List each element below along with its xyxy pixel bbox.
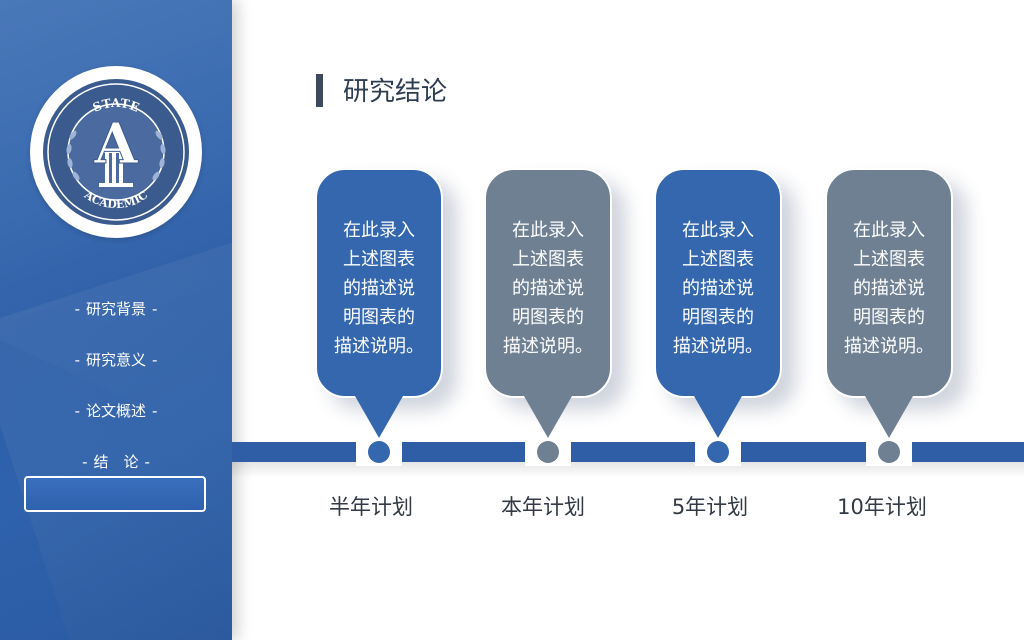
- sidebar-nav: -研究背景- -研究意义- -论文概述- -结 论-: [0, 296, 232, 500]
- logo: STATE ACADEMIC A: [30, 66, 202, 238]
- seal-letter: A: [93, 111, 139, 177]
- timeline-shadow: [232, 462, 1024, 478]
- milestone-pointer: [694, 396, 742, 438]
- timeline-dot: [707, 441, 729, 463]
- milestone-text-line: 明图表的: [853, 307, 925, 328]
- milestone-card: 在此录入 上述图表 的描述说 明图表的 描述说明。: [315, 168, 443, 398]
- sidebar-item-label: 论文概述: [85, 402, 146, 420]
- milestone-text-line: 在此录入: [682, 220, 754, 241]
- milestone-label: 5年计划: [671, 495, 749, 519]
- sidebar-item-significance[interactable]: -研究意义-: [74, 351, 158, 369]
- sidebar: STATE ACADEMIC A -研究背景- -研究意义- -论文概述- -结…: [0, 0, 232, 640]
- milestone-text-line: 在此录入: [343, 220, 415, 241]
- milestone-text-line: 的描述说: [343, 278, 415, 299]
- milestone-text-line: 明图表的: [343, 307, 415, 328]
- milestone-text-line: 上述图表: [682, 249, 754, 270]
- sidebar-item-label: 研究意义: [85, 351, 146, 369]
- milestone-text-line: 上述图表: [343, 249, 415, 270]
- milestone-label: 10年计划: [837, 495, 927, 519]
- milestone-pointer: [865, 396, 913, 438]
- milestone-text-line: 在此录入: [512, 220, 584, 241]
- sidebar-active-indicator[interactable]: [24, 476, 206, 512]
- sidebar-item-overview[interactable]: -论文概述-: [74, 402, 158, 420]
- sidebar-item-label: 结 论: [93, 453, 139, 471]
- milestone-card: 在此录入 上述图表 的描述说 明图表的 描述说明。: [825, 168, 953, 398]
- title-accent-bar: [316, 74, 323, 107]
- milestone-text-line: 的描述说: [512, 278, 584, 299]
- timeline-track: [232, 442, 1024, 462]
- milestone-text-line: 描述说明。: [503, 336, 593, 357]
- milestone-card: 在此录入 上述图表 的描述说 明图表的 描述说明。: [484, 168, 612, 398]
- seal-top-text: STATE: [91, 96, 142, 115]
- milestone-text-line: 描述说明。: [673, 336, 763, 357]
- milestone-text-line: 描述说明。: [844, 336, 934, 357]
- milestone-text-line: 描述说明。: [334, 336, 424, 357]
- milestone-label: 半年计划: [329, 495, 413, 519]
- milestone-pointer: [524, 396, 572, 438]
- milestone-text-line: 明图表的: [512, 307, 584, 328]
- state-academic-seal-icon: STATE ACADEMIC A: [43, 79, 189, 225]
- sidebar-item-background[interactable]: -研究背景-: [74, 300, 158, 318]
- milestone-text-line: 上述图表: [512, 249, 584, 270]
- milestone-pointer: [355, 396, 403, 438]
- timeline-dot: [878, 441, 900, 463]
- timeline-dot: [537, 441, 559, 463]
- milestone-card: 在此录入 上述图表 的描述说 明图表的 描述说明。: [654, 168, 782, 398]
- sidebar-item-label: 研究背景: [85, 300, 146, 318]
- milestone-label: 本年计划: [501, 495, 585, 519]
- milestone-text-line: 明图表的: [682, 307, 754, 328]
- milestone-text-line: 在此录入: [853, 220, 925, 241]
- milestone-text-line: 上述图表: [853, 249, 925, 270]
- timeline-dot: [368, 441, 390, 463]
- milestone-text-line: 的描述说: [682, 278, 754, 299]
- milestone-text-line: 的描述说: [853, 278, 925, 299]
- page-title: 研究结论: [343, 77, 448, 107]
- sidebar-item-conclusion[interactable]: -结 论-: [82, 453, 150, 471]
